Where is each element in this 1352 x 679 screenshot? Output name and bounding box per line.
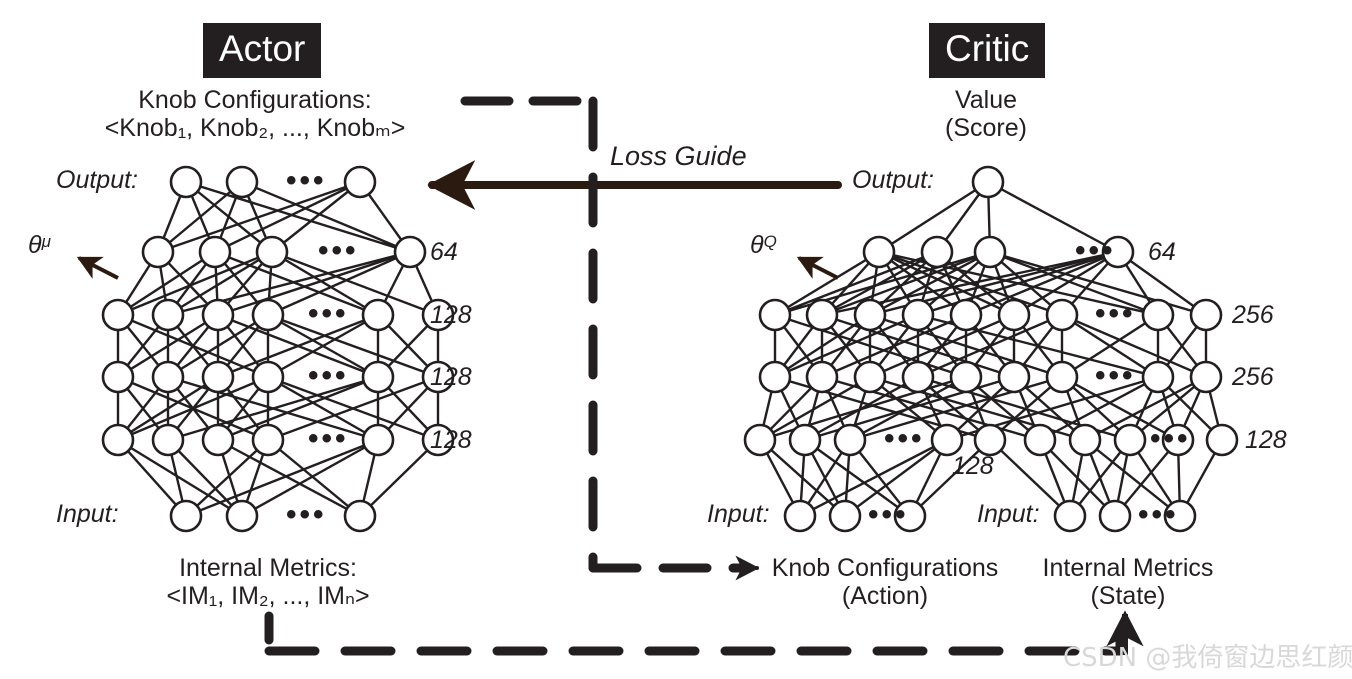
critic-state-caption-line2: (State) [1090, 582, 1166, 610]
critic-layer-size-256-b: 256 [1232, 363, 1274, 391]
actor-layer-size-128-a: 128 [430, 301, 472, 329]
critic-action-caption-line1: Knob Configurations [771, 554, 999, 582]
critic-ellipsis-256-b: ••• [1095, 359, 1136, 392]
critic-layer-size-128-inner: 128 [952, 452, 994, 480]
critic-state-caption-line1: Internal Metrics [1042, 554, 1214, 582]
critic-edges [758, 180, 1224, 518]
actor-ellipsis-64: ••• [318, 234, 359, 267]
critic-output-label: Output: [852, 166, 934, 194]
critic-theta-symbol: θ [750, 231, 764, 259]
critic-output-caption-line1: Value [954, 86, 1018, 114]
critic-ellipsis-128-left: ••• [884, 422, 925, 455]
actor-ellipsis-output: ••• [286, 164, 327, 197]
critic-input-label-right: Input: [977, 500, 1040, 528]
actor-input-caption-line2: <IM₁, IM₂, ..., IMₙ> [166, 582, 370, 610]
critic-ellipsis-input-right: ••• [1138, 498, 1179, 531]
actor-knob-vector: <Knob₁, Knob₂, ..., Knobₘ> [104, 114, 406, 142]
critic-output-caption-line2: (Score) [945, 114, 1027, 142]
critic-input-label-left: Input: [707, 500, 770, 528]
actor-output-caption-line1: Knob Configurations: [138, 86, 372, 114]
critic-title-badge: Critic [929, 23, 1046, 78]
actor-output-label: Output: [56, 166, 138, 194]
actor-ellipsis-128-b: ••• [308, 359, 349, 392]
critic-layer-size-256-a: 256 [1232, 301, 1274, 329]
actor-edges [116, 180, 440, 518]
critic-ellipsis-64: ••• [1075, 234, 1116, 267]
actor-theta-superscript: μ [41, 232, 51, 251]
critic-theta-superscript: Q [763, 232, 777, 251]
actor-input-caption-line1: Internal Metrics: [179, 554, 357, 582]
actor-layer-size-64: 64 [430, 238, 458, 266]
actor-theta-symbol: θ [28, 231, 42, 259]
actor-layer-size-128-b: 128 [430, 363, 472, 391]
critic-layer-size-128-outer: 128 [1245, 426, 1287, 454]
actor-theta-arrow-icon [76, 256, 119, 280]
critic-layer-size-64: 64 [1148, 238, 1176, 266]
critic-action-caption-line2: (Action) [841, 582, 929, 610]
critic-ellipsis-input-left: ••• [868, 498, 909, 531]
actor-ellipsis-128-a: ••• [308, 297, 349, 330]
loss-guide-label: Loss Guide [610, 141, 747, 171]
actor-output-caption-line2: <Knob₁, Knob₂, ..., Knobₘ> [100, 113, 410, 143]
actor-nodes [101, 165, 455, 533]
critic-ellipsis-256-a: ••• [1095, 297, 1136, 330]
actor-input-label: Input: [56, 500, 119, 528]
actor-title-badge: Actor [203, 23, 322, 78]
actor-theta-label: θμ [28, 228, 51, 259]
actor-ellipsis-128-c: ••• [308, 422, 349, 455]
csdn-watermark: CSDN @我倚窗边思红颜 [1063, 643, 1352, 673]
actor-ellipsis-input: ••• [286, 498, 327, 531]
critic-theta-label: θQ [750, 228, 777, 259]
critic-ellipsis-128-right: ••• [1150, 422, 1191, 455]
critic-nodes [743, 165, 1239, 533]
critic-theta-arrow-icon [796, 256, 839, 280]
actor-layer-size-128-c: 128 [430, 426, 472, 454]
